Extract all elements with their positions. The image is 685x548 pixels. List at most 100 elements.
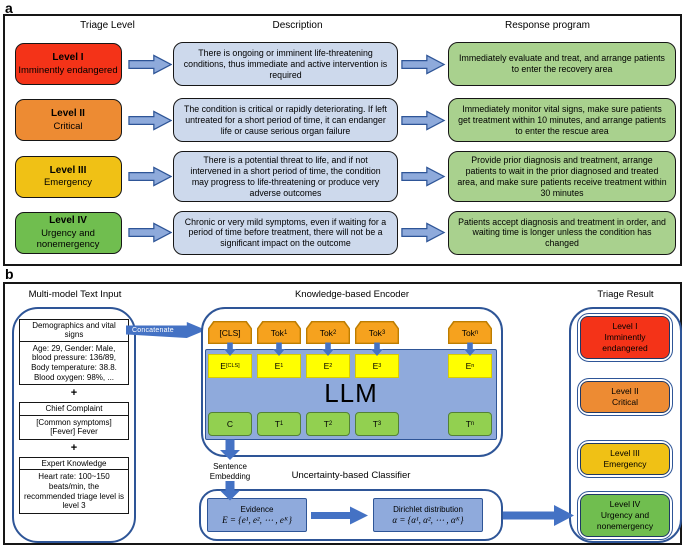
level-subtitle: Emergency xyxy=(43,177,93,189)
level-4-box: Level IV Urgency and nonemergency xyxy=(14,211,122,254)
input-section-title: Multi-model Text Input xyxy=(28,289,122,300)
arrow-down-icon xyxy=(322,342,334,356)
result-name: Emergency xyxy=(603,459,647,470)
response-box: Patients accept diagnosis and treatment … xyxy=(448,210,676,255)
arrow-right-icon xyxy=(401,53,446,75)
result-name: Imminently endangered xyxy=(602,332,648,354)
response-box: Immediately monitor vital signs, make su… xyxy=(448,98,676,143)
triage-result-level-3: Level III Emergency xyxy=(577,440,673,479)
arrow-right-icon xyxy=(128,110,172,131)
encoder-section-title: Knowledge-based Encoder xyxy=(294,289,410,300)
column-header-description: Description xyxy=(272,20,323,31)
evidence-title: Evidence xyxy=(240,505,274,515)
result-section-title: Triage Result xyxy=(597,289,654,300)
classifier-section-title: Uncertainty-based Classifier xyxy=(291,470,411,481)
column-header-triage-level: Triage Level xyxy=(80,20,135,31)
level-subtitle: Urgency and nonemergency xyxy=(36,227,100,251)
plus-sign: + xyxy=(70,387,78,400)
triage-result-level-1: Level I Imminently endangered xyxy=(577,313,673,363)
panel-b-label: b xyxy=(5,266,14,282)
evidence-formula: E = {e¹, e², ⋯ , eᴷ} xyxy=(222,514,292,525)
arrow-right-icon xyxy=(401,110,446,131)
result-level: Level IV xyxy=(609,499,641,509)
level-3-box: Level III Emergency xyxy=(14,155,122,198)
triage-row-level-2: Level II Critical The condition is criti… xyxy=(9,92,676,148)
output-c: C xyxy=(208,412,252,436)
result-level: Level II xyxy=(611,386,639,396)
result-name: Urgency and nonemergency xyxy=(596,510,654,532)
llm-label: LLM xyxy=(324,378,378,408)
level-subtitle: Critical xyxy=(53,120,83,132)
panel-b-model-diagram: Multi-model Text Input Knowledge-based E… xyxy=(3,282,682,545)
arrow-down-icon xyxy=(220,439,240,460)
level-subtitle: Imminently endangered xyxy=(18,64,118,76)
plus-sign: + xyxy=(70,441,78,454)
input-box-demographics: Demographics and vital signs Age: 29, Ge… xyxy=(19,319,129,386)
response-box: Immediately evaluate and treat, and arra… xyxy=(448,42,676,87)
input-box-chief-complaint: Chief Complaint [Common symptoms] [Fever… xyxy=(19,402,129,440)
arrow-right-icon xyxy=(311,506,368,525)
triage-row-level-4: Level IV Urgency and nonemergency Chroni… xyxy=(9,205,676,261)
arrow-down-icon xyxy=(464,342,476,356)
embedding-cls: E[CLS] xyxy=(208,354,252,378)
arrow-right-icon xyxy=(128,222,172,243)
input-box-expert-knowledge: Expert Knowledge Heart rate: 100~150 bea… xyxy=(19,456,129,514)
concatenate-label: Concatenate xyxy=(132,326,174,334)
arrow-down-icon xyxy=(224,342,236,356)
response-box: Provide prior diagnosis and treatment, a… xyxy=(448,150,676,203)
input-box-header: Expert Knowledge xyxy=(20,458,128,471)
triage-result-level-4: Level IV Urgency and nonemergency xyxy=(577,491,673,541)
description-box: Chronic or very mild symptoms, even if w… xyxy=(173,210,398,255)
panel-a-label: a xyxy=(5,0,13,16)
description-box: The condition is critical or rapidly det… xyxy=(173,98,398,143)
evidence-box: Evidence E = {e¹, e², ⋯ , eᴷ} xyxy=(207,498,307,532)
level-name: Level I xyxy=(52,52,84,64)
level-name: Level II xyxy=(51,108,85,120)
dirichlet-formula: α = {α¹, α², ⋯ , αᴷ} xyxy=(392,514,464,525)
level-name: Level III xyxy=(49,164,87,176)
result-level: Level III xyxy=(610,448,640,458)
level-name: Level IV xyxy=(49,215,87,227)
input-box-content: [Common symptoms] [Fever] Fever xyxy=(36,417,112,437)
triage-row-level-1: Level I Imminently endangered There is o… xyxy=(9,36,676,92)
arrow-down-icon xyxy=(273,342,285,356)
arrow-right-icon xyxy=(128,54,172,75)
description-box: There is a potential threat to life, and… xyxy=(173,150,398,203)
input-box-content: Age: 29, Gender: Male, blood pressure: 1… xyxy=(31,343,117,382)
input-box-header: Chief Complaint xyxy=(20,403,128,416)
arrow-right-icon xyxy=(401,222,446,244)
token-cls: [CLS] xyxy=(208,321,252,344)
column-header-row: Triage Level Description Response progra… xyxy=(9,17,676,36)
result-name: Critical xyxy=(612,397,638,408)
arrow-right-icon xyxy=(128,166,172,187)
dirichlet-title: Dirichlet distribution xyxy=(393,505,463,515)
result-level: Level I xyxy=(612,321,638,331)
multi-model-input-container: Demographics and vital signs Age: 29, Ge… xyxy=(12,307,136,543)
dirichlet-box: Dirichlet distribution α = {α¹, α², ⋯ , … xyxy=(373,498,483,532)
sentence-embedding-label: Sentence Embedding xyxy=(209,462,251,481)
input-box-content: Heart rate: 100~150 beats/min, the recom… xyxy=(23,472,125,511)
arrow-down-icon xyxy=(220,481,240,501)
input-box-header: Demographics and vital signs xyxy=(20,320,128,342)
column-header-response-program: Response program xyxy=(504,20,591,31)
triage-result-level-2: Level II Critical xyxy=(577,378,673,417)
arrow-right-icon xyxy=(401,166,446,187)
level-1-box: Level I Imminently endangered xyxy=(14,43,122,86)
panel-a-triage-table: Triage Level Description Response progra… xyxy=(3,14,682,266)
arrow-right-icon xyxy=(503,505,574,526)
triage-row-level-3: Level III Emergency There is a potential… xyxy=(9,149,676,205)
description-box: There is ongoing or imminent life-threat… xyxy=(173,42,398,87)
concatenate-arrow: Concatenate xyxy=(126,322,206,338)
